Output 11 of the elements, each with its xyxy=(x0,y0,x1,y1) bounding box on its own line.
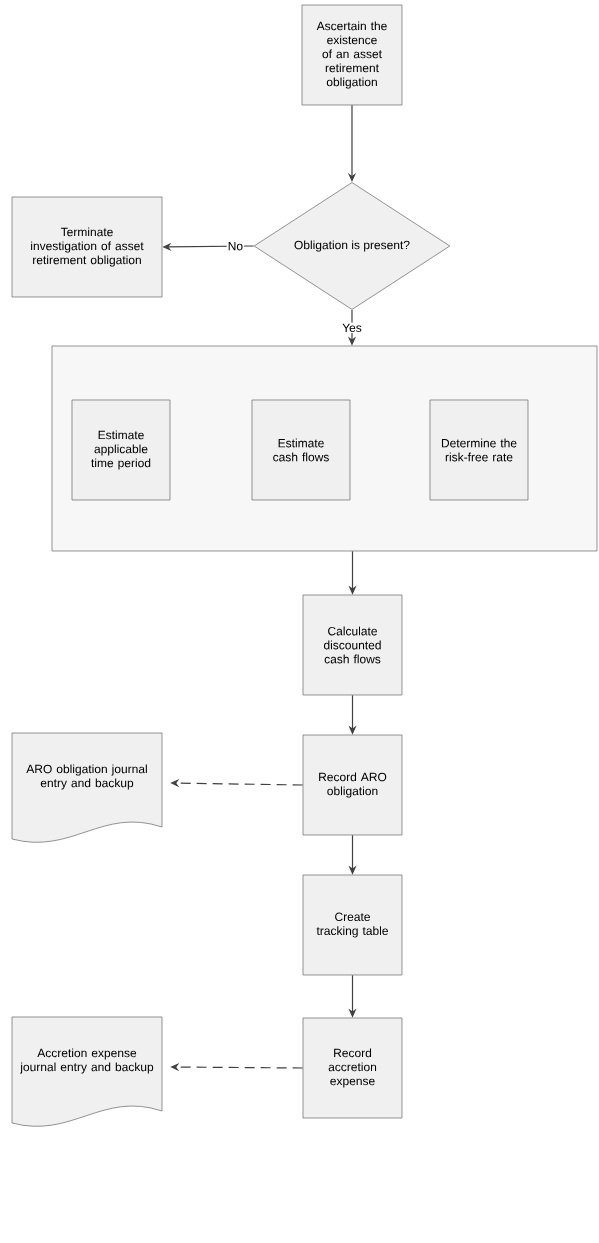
process-box: Terminate investigation of asset retirement obligation xyxy=(11,196,163,298)
process-box: Determine the risk-free rate xyxy=(429,399,529,501)
process-box: Estimate cash flows xyxy=(251,399,351,501)
edge-label: No xyxy=(226,241,245,252)
process-box: Create tracking table xyxy=(302,874,403,976)
process-box: Ascertain the existence of an asset retirement obligation xyxy=(301,4,403,106)
process-box: Record accretion expense xyxy=(302,1017,403,1119)
edge-label: Yes xyxy=(341,322,363,333)
process-box: Calculate discounted cash flows xyxy=(302,594,403,696)
process-box: Estimate applicable time period xyxy=(71,399,171,501)
process-box: Record ARO obligation xyxy=(302,734,403,836)
